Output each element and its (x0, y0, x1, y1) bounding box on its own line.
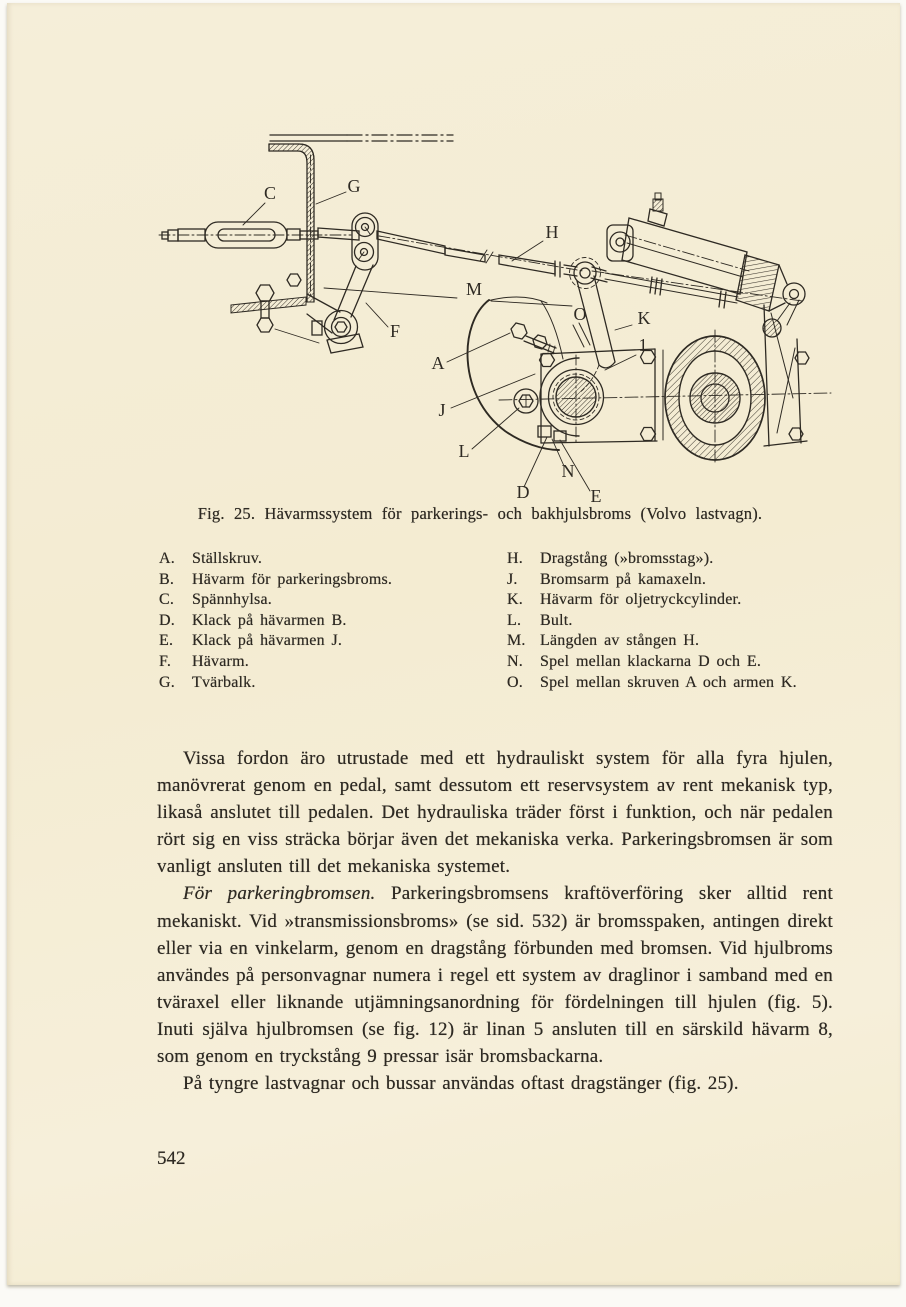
diagram-label-n: N (562, 461, 575, 481)
leader-lines (242, 191, 637, 492)
legend-key: L. (507, 611, 522, 629)
figure-diagram: C G H M O K 1 F A J L D N E (158, 134, 832, 506)
legend-item-g: G. Tvärbalk. (159, 673, 499, 694)
legend-key: J. (507, 570, 518, 588)
legend-item-k: K. Hävarm för oljetryckcylinder. (507, 590, 857, 611)
legend-item-l: L. Bult. (507, 611, 857, 632)
diagram-label-o: O (574, 304, 587, 324)
bell-crank (540, 257, 616, 394)
legend-key: E. (159, 632, 174, 650)
paragraph-2-lead: För parkeringbromsen. (183, 883, 376, 905)
hydraulic-cylinder (591, 192, 806, 338)
legend-text: Ställskruv. (192, 550, 263, 567)
legend-text: Bromsarm på kamaxeln. (540, 570, 707, 588)
legend-text: Hävarm för parkeringsbroms. (192, 570, 393, 588)
legend-item-m: M. Längden av stången H. (507, 631, 857, 652)
legend-key: N. (507, 652, 523, 670)
drag-rod-h (376, 230, 584, 278)
diagram-label-a: A (432, 353, 445, 373)
legend-item-f: F. Hävarm. (159, 652, 499, 673)
frame-bracket (230, 273, 341, 344)
legend-key: A. (159, 550, 175, 567)
legend-text: Längden av stången H. (540, 632, 700, 650)
figure-legend-left: A. Ställskruv. B. Hävarm för parkeringsbro… (159, 549, 499, 693)
legend-key: G. (159, 673, 175, 691)
paragraph-3: På tyngre lastvagnar och bussar användas… (183, 1073, 739, 1095)
lever-link (323, 212, 379, 354)
figure-legend-right: H. Dragstång (»bromsstag»). J. Bromsarm på… (507, 549, 857, 693)
legend-text: Hävarm för oljetryckcylinder. (540, 591, 742, 609)
legend-key: K. (507, 591, 523, 609)
legend-key: O. (507, 673, 523, 691)
diagram-label-m: M (466, 279, 482, 299)
diagram-label-h: H (546, 222, 559, 242)
legend-item-h: H. Dragstång (»bromsstag»). (507, 549, 857, 570)
legend-key: M. (507, 632, 526, 650)
legend-text: Klack på hävarmen B. (192, 611, 347, 629)
legend-key: B. (159, 570, 175, 588)
legend-text: Klack på hävarmen J. (192, 632, 343, 650)
paragraph-1: Vissa fordon äro utrustade med ett hydra… (157, 748, 833, 878)
legend-item-j: J. Bromsarm på kamaxeln. (507, 570, 857, 591)
legend-text: Bult. (540, 611, 573, 629)
diagram-label-l: L (459, 441, 470, 461)
diagram-label-k: K (638, 308, 651, 328)
diagram-label-c: C (264, 183, 276, 203)
legend-text: Tvärbalk. (192, 673, 256, 691)
legend-text: Spel mellan klackarna D och E. (540, 652, 762, 670)
diagram-label-1: 1 (639, 335, 648, 355)
legend-key: C. (159, 591, 175, 609)
legend-item-b: B. Hävarm för parkeringsbroms. (159, 570, 499, 591)
figure-caption: Fig. 25. Hävarmssystem för parkerings- o… (197, 504, 763, 523)
legend-item-n: N. Spel mellan klackarna D och E. (507, 652, 857, 673)
backing-plate (466, 296, 560, 451)
dimension-line-m (323, 287, 573, 307)
turnbuckle (158, 221, 360, 249)
legend-item-e: E. Klack på hävarmen J. (159, 631, 499, 652)
paragraph-2-rest: Parkeringsbromsens kraftöverföring sker … (157, 883, 833, 1068)
legend-key: H. (507, 550, 523, 567)
axle-housing (498, 348, 832, 444)
frame-rails (269, 134, 454, 142)
legend-text: Spel mellan skruven A och armen K. (540, 673, 797, 691)
right-drum (664, 329, 766, 466)
page-number: 542 (157, 1148, 186, 1169)
legend-text: Hävarm. (192, 652, 249, 670)
paragraph-2: För parkeringbromsen. Parkeringsbromsens… (157, 880, 833, 1070)
body-text: Vissa fordon äro utrustade med ett hydra… (157, 745, 833, 1097)
diagram-label-d: D (517, 482, 530, 502)
legend-key: D. (159, 611, 175, 629)
diagram-labels: C G H M O K 1 F A J L D N E (264, 176, 651, 506)
cross-beam (268, 143, 315, 303)
book-page: C G H M O K 1 F A J L D N E Fig. 25. Häv… (7, 3, 900, 1285)
legend-text: Spännhylsa. (192, 591, 272, 609)
left-drum (513, 354, 605, 446)
legend-item-o: O. Spel mellan skruven A och armen K. (507, 673, 857, 694)
legend-text: Dragstång (»bromsstag»). (540, 550, 714, 567)
diagram-label-f: F (390, 321, 400, 341)
legend-item-a: A. Ställskruv. (159, 549, 499, 570)
diagram-label-g: G (348, 176, 361, 196)
legend-item-d: D. Klack på hävarmen B. (159, 611, 499, 632)
legend-item-c: C. Spännhylsa. (159, 590, 499, 611)
diagram-label-j: J (438, 400, 445, 420)
legend-key: F. (159, 652, 172, 670)
diagram-label-e: E (591, 486, 602, 506)
